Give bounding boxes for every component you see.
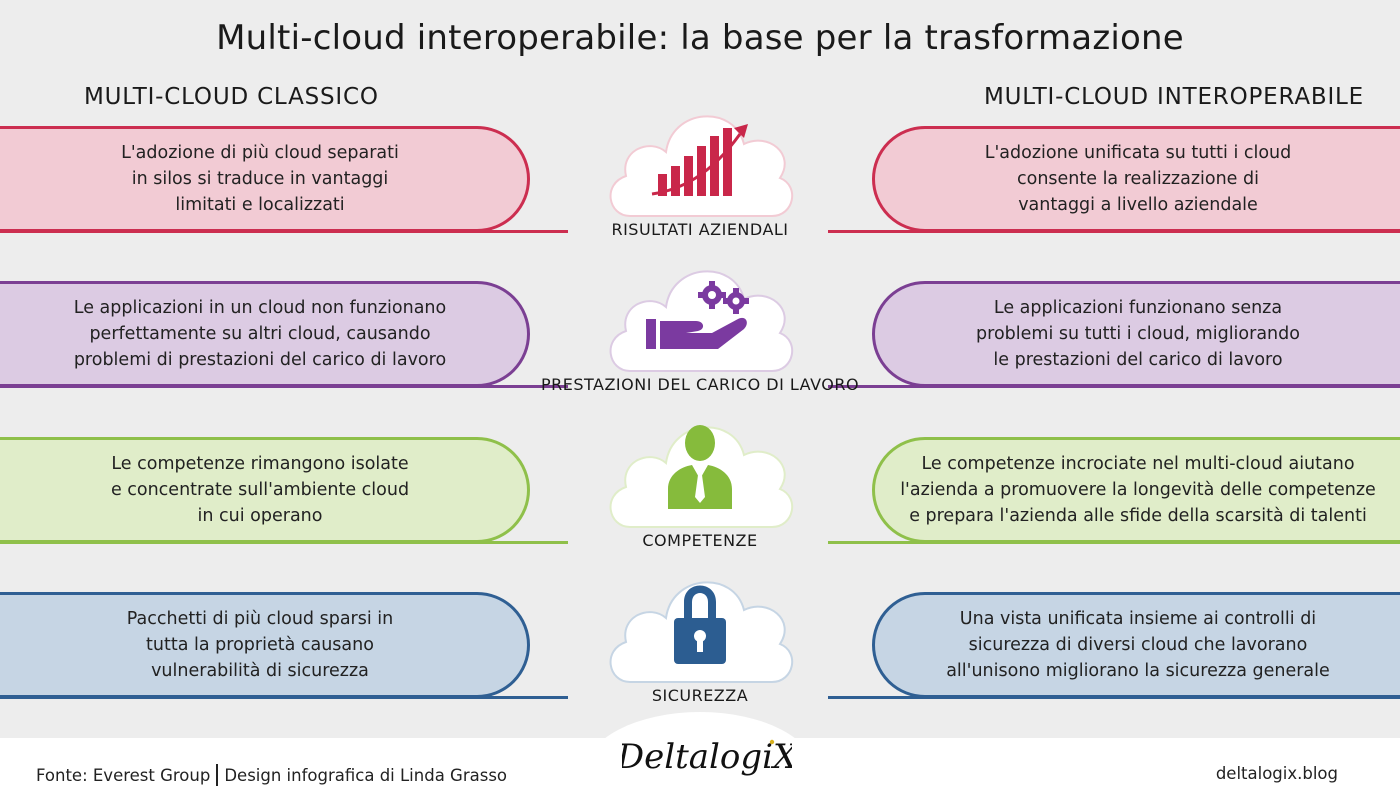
classic-description: Pacchetti di più cloud sparsi in tutta l… bbox=[0, 592, 530, 698]
footer-credits: Fonte: Everest Group Design infografica d… bbox=[36, 764, 507, 786]
classic-description: Le competenze rimangono isolate e concen… bbox=[0, 437, 530, 543]
logo-spark bbox=[769, 739, 775, 745]
row-label: SICUREZZA bbox=[651, 686, 749, 705]
comparison-row-workload: Le applicazioni in un cloud non funziona… bbox=[0, 270, 1400, 441]
cloud-badge bbox=[609, 581, 794, 683]
interoperable-description: L'adozione unificata su tutti i cloud co… bbox=[872, 126, 1400, 232]
infographic-title: Multi-cloud interoperabile: la base per … bbox=[216, 18, 1184, 58]
row-label: COMPETENZE bbox=[642, 531, 758, 550]
hand-gears-icon bbox=[646, 281, 749, 349]
classic-description: L'adozione di più cloud separati in silo… bbox=[0, 126, 530, 232]
row-label: RISULTATI AZIENDALI bbox=[611, 220, 789, 239]
logo-wordmark: DeltalogiX bbox=[622, 737, 792, 777]
column-heading-classic: MULTI-CLOUD CLASSICO bbox=[84, 84, 379, 110]
interoperable-description: Le competenze incrociate nel multi-cloud… bbox=[872, 437, 1400, 543]
blog-url: deltalogix.blog bbox=[1215, 764, 1338, 783]
comparison-row-skills: Le competenze rimangono isolate e concen… bbox=[0, 425, 1400, 597]
businessman-icon bbox=[668, 425, 732, 509]
padlock-icon bbox=[674, 585, 726, 664]
row-label: PRESTAZIONI DEL CARICO DI LAVORO bbox=[540, 375, 860, 394]
footer-logo-arc bbox=[585, 712, 815, 800]
cloud-badge bbox=[609, 425, 794, 528]
classic-description: Le applicazioni in un cloud non funziona… bbox=[0, 281, 530, 387]
deltalogix-logo: DeltalogiX bbox=[622, 737, 792, 777]
interoperable-description: Le applicazioni funzionano senza problem… bbox=[872, 281, 1400, 387]
column-heading-interoperable: MULTI-CLOUD INTEROPERABILE bbox=[983, 84, 1364, 110]
credit-divider bbox=[216, 764, 219, 786]
cloud-badge bbox=[609, 115, 794, 217]
source-credit: Fonte: Everest Group bbox=[36, 766, 211, 785]
cloud-badge bbox=[609, 270, 794, 372]
comparison-row-security: Pacchetti di più cloud sparsi in tutta l… bbox=[0, 581, 1400, 752]
interoperable-description: Una vista unificata insieme ai controlli… bbox=[872, 592, 1400, 698]
design-credit: Design infografica di Linda Grasso bbox=[224, 766, 508, 785]
comparison-row-results: L'adozione di più cloud separati in silo… bbox=[0, 115, 1400, 286]
rising-bar-chart-icon bbox=[651, 124, 748, 196]
